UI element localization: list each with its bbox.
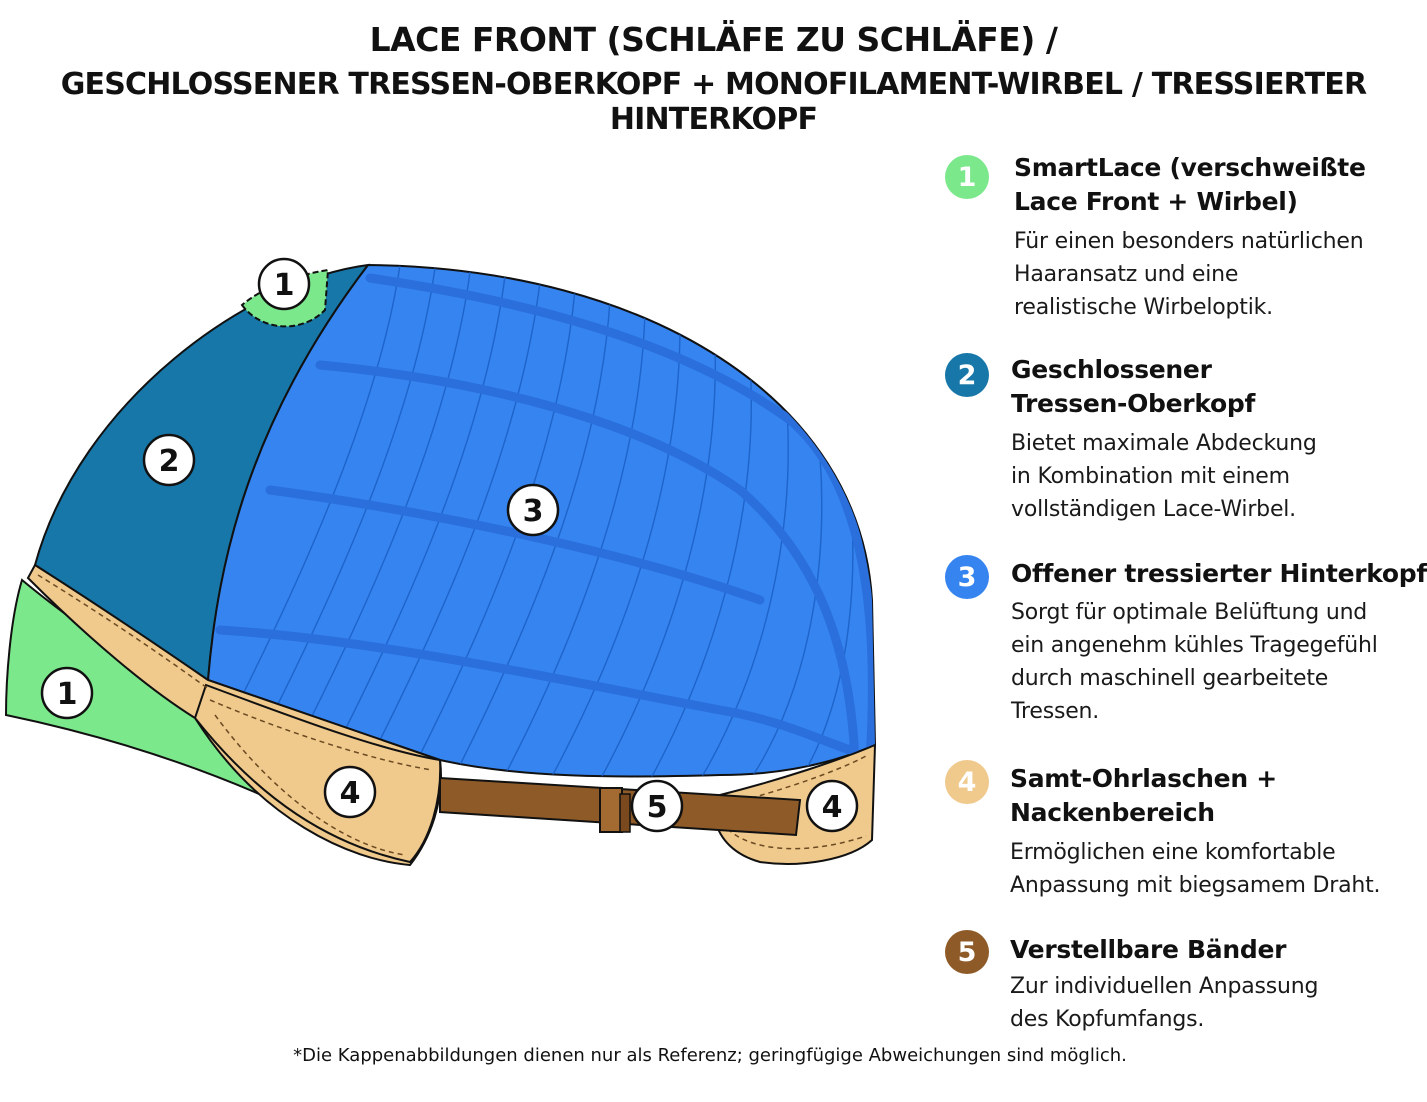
- legend-desc-3: Sorgt für optimale Belüftung und ein ang…: [1011, 600, 1378, 724]
- svg-text:1: 1: [57, 677, 78, 712]
- legend-title-4: Samt-Ohrlaschen + Nackenbereich: [1010, 764, 1277, 827]
- svg-text:1: 1: [274, 268, 295, 303]
- svg-text:4: 4: [822, 790, 843, 825]
- footnote: *Die Kappenabbildungen dienen nur als Re…: [293, 1045, 1127, 1066]
- page-title: LACE FRONT (SCHLÄFE ZU SCHLÄFE) /: [369, 20, 1058, 59]
- legend-title-5: Verstellbare Bänder: [1010, 935, 1287, 964]
- legend-badge-5: 5: [945, 930, 989, 974]
- wefting-pattern: [215, 265, 875, 777]
- legend-desc-2: Bietet maximale Abdeckung in Kombination…: [1011, 431, 1317, 522]
- legend-title-2: Geschlossener Tressen-Oberkopf: [1011, 355, 1256, 418]
- legend-desc-5: Zur individuellen Anpassung des Kopfumfa…: [1010, 974, 1319, 1032]
- legend-badge-2: 2: [945, 353, 989, 397]
- svg-text:5: 5: [647, 790, 668, 825]
- zone-4-ear-tab-left-inner: [193, 683, 442, 864]
- svg-text:3: 3: [523, 494, 544, 529]
- legend-badge-4: 4: [945, 760, 989, 804]
- marker-5: 5: [630, 779, 684, 833]
- wig-cap-diagram: 1 2 3 1 4 5 4: [4, 257, 877, 867]
- marker-4-right: 4: [805, 779, 859, 833]
- page-subtitle: GESCHLOSSENER TRESSEN-OBERKOPF + MONOFIL…: [60, 67, 1367, 137]
- strap-buckle: [599, 787, 623, 833]
- legend-desc-4: Ermöglichen eine komfortable Anpassung m…: [1010, 840, 1381, 898]
- legend-title-1: SmartLace (verschweißte Lace Front + Wir…: [1014, 153, 1366, 216]
- marker-1-side: 1: [40, 666, 94, 720]
- marker-3: 3: [506, 483, 560, 537]
- legend-desc-1: Für einen besonders natürlichen Haaransa…: [1014, 229, 1364, 320]
- marker-4-left: 4: [323, 765, 377, 819]
- svg-text:2: 2: [159, 444, 180, 479]
- legend-title-3: Offener tressierter Hinterkopf: [1011, 559, 1427, 588]
- legend-badge-3: 3: [945, 555, 989, 599]
- svg-text:4: 4: [340, 776, 361, 811]
- marker-1-top: 1: [257, 257, 311, 311]
- legend-badge-1: 1: [945, 155, 989, 199]
- marker-2: 2: [142, 433, 196, 487]
- strap-buckle-right: [619, 793, 631, 833]
